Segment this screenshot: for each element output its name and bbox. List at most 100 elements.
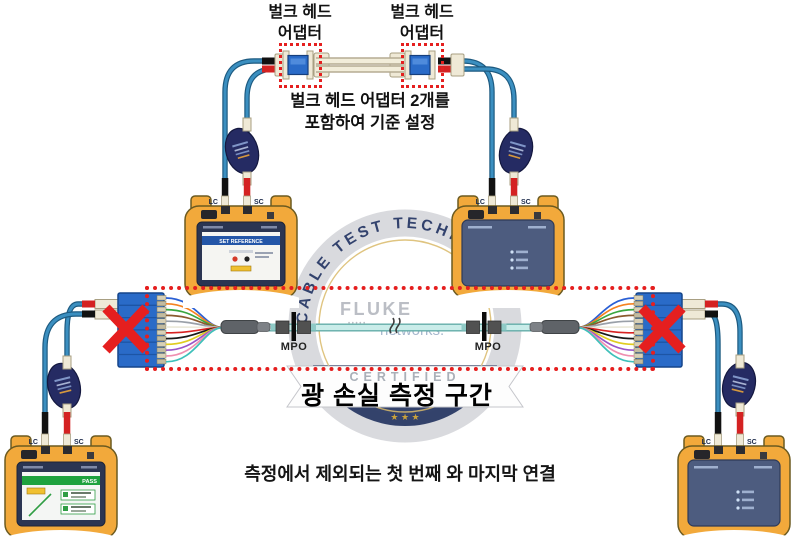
- result-row: [60, 489, 96, 501]
- badge-stars: ★ ★ ★: [390, 412, 419, 422]
- cable-break-mark: [389, 317, 401, 334]
- bulkhead-adapter-label-line2: 어댑터: [277, 25, 323, 43]
- mpo-label-right: MPO: [474, 341, 502, 353]
- fanout-fibers-left: [165, 297, 224, 363]
- face-text-dash: [528, 226, 546, 229]
- screen-sketch: [230, 265, 252, 272]
- bulkhead-adapter-right: [404, 50, 436, 80]
- fanout-fibers-right: [576, 297, 635, 363]
- tester-stub: [534, 212, 541, 219]
- tester-stub: [760, 452, 767, 459]
- face-text-dash: [468, 226, 492, 229]
- tester-stub: [267, 212, 274, 219]
- lc-port: [714, 446, 723, 454]
- reference-note-line1: 벌크 헤드 어댑터 2개를: [290, 92, 450, 110]
- screen-result-bar: [22, 476, 100, 485]
- sc-port-label: SC: [254, 199, 264, 206]
- bulkhead-adapter-left: [282, 50, 314, 80]
- launch-cord-tag-top-left: [224, 127, 260, 175]
- screen-sketch: [229, 250, 253, 253]
- bulkhead-adapter-label-left: 벌크 헤드 어댑터: [268, 2, 331, 44]
- brand-watermark-fluke: FLUKE: [340, 299, 413, 319]
- white-cut: [4, 530, 118, 537]
- result-row: [60, 503, 96, 515]
- screen-sketch: [255, 252, 273, 254]
- lc-port-label: LC: [29, 439, 38, 446]
- measurement-span-highlight: [145, 286, 655, 371]
- furcation-boot-left: [220, 320, 271, 334]
- bezel-text-dash: [261, 226, 277, 229]
- sc-port: [243, 206, 252, 214]
- bezel-text-dash: [23, 466, 43, 469]
- tester-button-nub: [201, 210, 217, 219]
- bulkhead-highlight-box-left: [279, 43, 322, 88]
- tester-button-nub: [21, 450, 37, 459]
- excluded-connection-x-right: [633, 301, 691, 357]
- launch-cord-tag-bottom-right: [721, 361, 757, 409]
- duplex-patch-cable: [316, 57, 404, 73]
- screen-sketch: [244, 256, 250, 262]
- certification-watermark-badge: CABLE TEST TECHNICIA FLUKE • • • • • net…: [285, 205, 525, 445]
- tester-stub: [87, 452, 94, 459]
- screen-sketch: [255, 256, 269, 258]
- bulkhead-adapter-label-right: 벌크 헤드 어댑터: [390, 2, 453, 44]
- reference-note-line2: 포함하여 기준 설정: [304, 114, 436, 133]
- bulkhead-highlight-box-right: [401, 43, 444, 88]
- lc-port: [221, 206, 230, 214]
- white-cut: [183, 290, 299, 308]
- indicator-rows: [736, 490, 754, 510]
- remote-face: [687, 459, 781, 527]
- excluded-connections-caption: 측정에서 제외되는 첫 번째 와 마지막 연결: [244, 464, 556, 484]
- screen-sketch: [232, 256, 238, 262]
- badge-certified-text: CERTIFIED: [350, 370, 461, 384]
- lc-port-label: LC: [476, 199, 485, 206]
- lc-port: [41, 446, 50, 454]
- face-text-dash: [694, 466, 718, 469]
- lc-port-label: LC: [209, 199, 218, 206]
- tester-button-nub: [694, 450, 710, 459]
- reference-note: 벌크 헤드 어댑터 2개를 포함하여 기준 설정: [290, 90, 450, 135]
- bottom-test-cords: [42, 301, 743, 450]
- screen-sketch: [26, 487, 46, 495]
- tester-remote-bottom-right: LC SC: [676, 432, 792, 537]
- bulkhead-adapter-label-line1: 벌크 헤드: [268, 4, 332, 21]
- tester-main-bottom-left: LC SC PASS: [3, 432, 119, 537]
- tester-remote-top-right: LC SC: [450, 192, 566, 308]
- bezel-text-dash: [203, 226, 223, 229]
- bulkhead-adapter-label-line2: 어댑터: [399, 25, 445, 43]
- screen-title: SET REFERENCE: [219, 239, 263, 245]
- sc-port-label: SC: [74, 439, 84, 446]
- lc-port-label: LC: [702, 439, 711, 446]
- furcation-boot-right: [529, 320, 580, 334]
- fanout-connector-strip-right: [633, 295, 644, 365]
- white-cut: [677, 530, 791, 537]
- excluded-connection-x-left: [97, 301, 155, 357]
- tester-main-top-left: LC SC SET REFERENCE: [183, 192, 299, 308]
- measurement-span-label: 광 손실 측정 구간: [301, 382, 493, 410]
- face-text-dash: [754, 466, 772, 469]
- bulkhead-adapter-label-line1: 벌크 헤드: [390, 4, 454, 21]
- screen-sketch: [28, 493, 52, 517]
- bezel-text-dash: [81, 466, 97, 469]
- pass-label: PASS: [82, 479, 97, 485]
- sc-port: [510, 206, 519, 214]
- tester-button-nub: [468, 210, 484, 219]
- white-cut: [450, 290, 566, 308]
- top-reference-assembly: [221, 50, 534, 214]
- launch-cord-tag-bottom-left: [46, 362, 82, 410]
- mpo-label-left: MPO: [280, 341, 308, 353]
- sc-port-label: SC: [747, 439, 757, 446]
- horizontal-color-bands: [262, 57, 451, 73]
- sc-port: [736, 446, 745, 454]
- mpo-connector-pair-right: [461, 312, 507, 341]
- launch-cord-tag-top-right: [498, 127, 534, 175]
- remote-face: [461, 219, 555, 287]
- sc-port: [63, 446, 72, 454]
- lc-port: [488, 206, 497, 214]
- indicator-rows: [510, 250, 528, 270]
- mpo-connector-pair-left: [271, 312, 316, 341]
- badge-ribbon: [286, 365, 524, 408]
- port-color-bands-bottom: [41, 412, 744, 449]
- sc-port-label: SC: [521, 199, 531, 206]
